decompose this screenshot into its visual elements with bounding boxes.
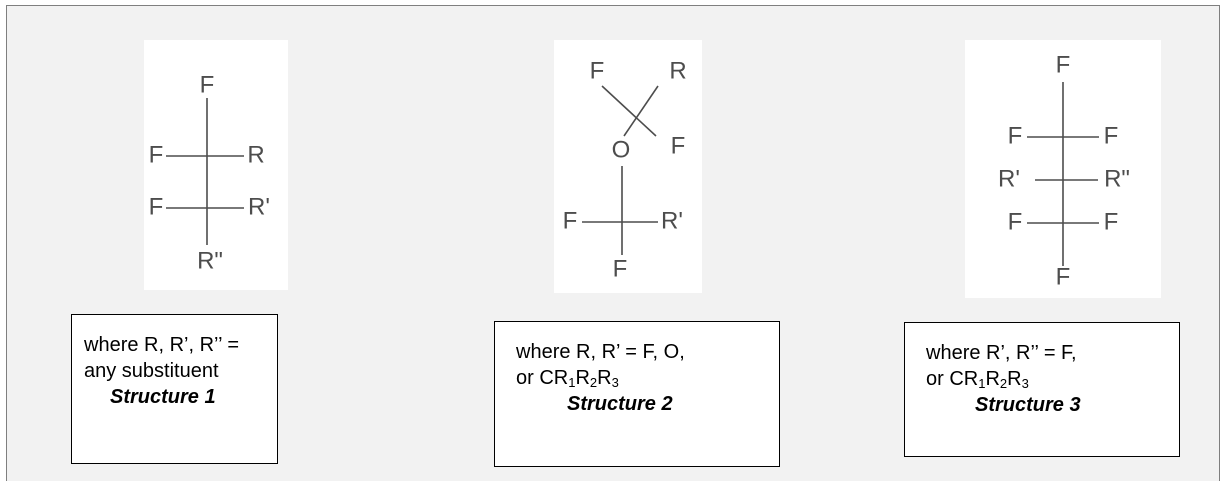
atom-c2-left: F [149, 193, 164, 220]
bond-diagonal-1 [601, 85, 657, 137]
atom-bottom: F [1056, 263, 1071, 290]
atom-c1-right: R [247, 141, 264, 168]
atom-c1-left: F [149, 141, 164, 168]
atom-c-right: R' [661, 207, 683, 234]
atom-c2-right: R' [248, 193, 270, 220]
atom-oxygen: O [612, 136, 631, 163]
atom-top: F [1056, 51, 1071, 78]
atom-c3-left: F [1008, 208, 1023, 235]
atom-c-left: F [563, 207, 578, 234]
structure-title: Structure 2 [567, 393, 673, 415]
atom-bottom: F [613, 255, 628, 282]
atom-c1-left: F [1008, 122, 1023, 149]
atom-c2-left: R' [998, 165, 1020, 192]
atom-c3-right: F [1104, 208, 1119, 235]
structure-2-caption: where R, R’ = F, O, or CR1R2R3 Structure… [494, 321, 780, 467]
structure-1-diagram: F F R F R' R" [144, 40, 288, 290]
structure-title: Structure 3 [975, 394, 1081, 416]
bond-diagonal-2 [623, 85, 659, 137]
structure-3-diagram: F F F R' R" F F F [965, 40, 1161, 298]
atom-mid-right: F [671, 132, 686, 159]
structure-1-caption: where R, R’, R’’ = any substituent Struc… [71, 314, 278, 464]
atom-c1-right: F [1104, 122, 1119, 149]
atom-top-right: R [669, 57, 686, 84]
atom-bottom: R" [197, 247, 223, 274]
atom-top: F [200, 71, 215, 98]
caption-line-2: or CR1R2R3 [926, 368, 1029, 391]
structure-3-caption: where R’, R’’ = F, or CR1R2R3 Structure … [904, 322, 1180, 457]
caption-line-2: any substituent [84, 360, 219, 382]
atom-c2-right: R" [1104, 165, 1130, 192]
caption-line-1: where R, R’, R’’ = [84, 334, 240, 356]
structure-2-diagram: F R F O F R' F [554, 40, 702, 293]
caption-line-1: where R’, R’’ = F, [926, 342, 1077, 364]
caption-line-2: or CR1R2R3 [516, 367, 619, 390]
atom-top-left: F [590, 57, 605, 84]
caption-line-1: where R, R’ = F, O, [516, 341, 685, 363]
structure-title: Structure 1 [110, 386, 216, 408]
